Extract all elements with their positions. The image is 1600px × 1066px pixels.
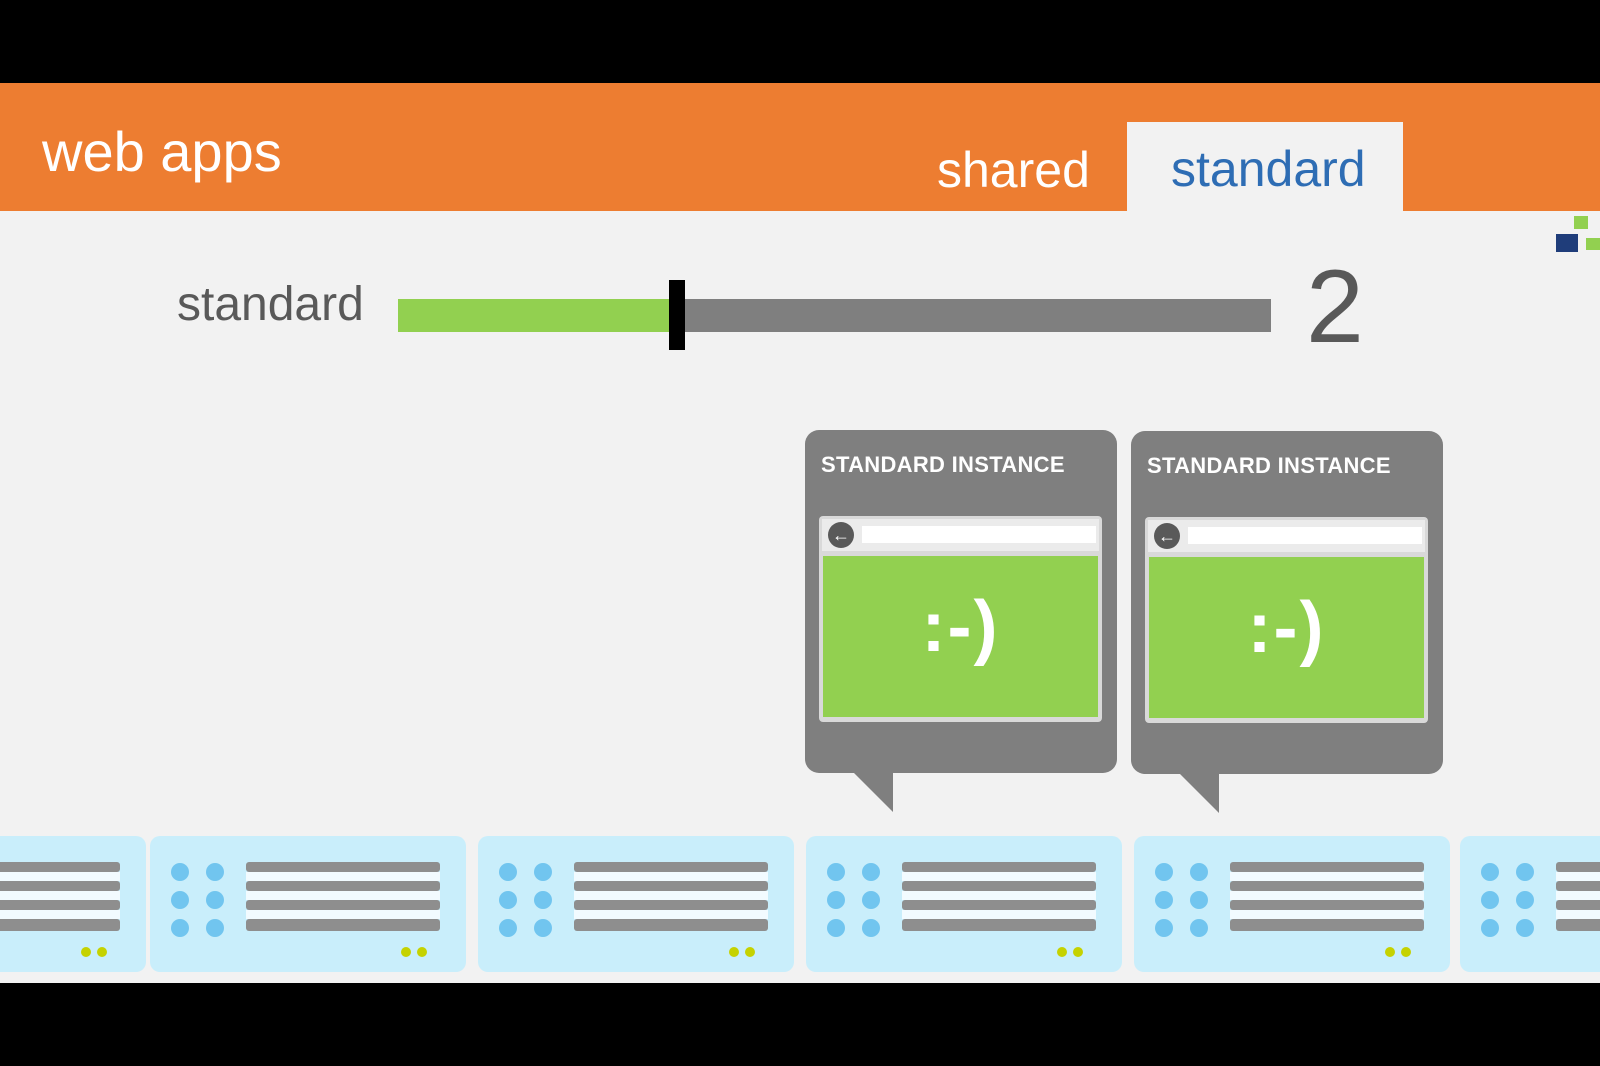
server-icon <box>1460 836 1600 972</box>
header-bar: web apps shared standard <box>0 83 1600 211</box>
tab-standard-label: standard <box>1171 141 1366 197</box>
instance-scale-row: standard 2 <box>0 249 1600 373</box>
instance-count-slider[interactable] <box>398 280 1271 350</box>
standard-instance-card: STANDARD INSTANCE ← :-) <box>805 430 1117 812</box>
page-title: web apps <box>42 120 282 183</box>
logo-icon <box>1556 216 1600 252</box>
app-screen: web apps shared standard standard 2 STAN… <box>0 83 1600 983</box>
arrow-left-icon[interactable]: ← <box>828 522 854 548</box>
slider-fill <box>398 299 678 332</box>
smiley-text: :-) <box>1247 588 1326 668</box>
instance-title: STANDARD INSTANCE <box>821 452 1065 477</box>
address-bar[interactable] <box>1188 527 1422 544</box>
server-icon <box>806 836 1122 972</box>
tab-shared[interactable]: shared <box>937 142 1090 198</box>
browser-content: :-) <box>1149 557 1424 718</box>
browser-toolbar: ← <box>822 519 1099 551</box>
standard-instance-card: STANDARD INSTANCE ← :-) <box>1131 431 1443 813</box>
arrow-left-icon[interactable]: ← <box>1154 523 1180 549</box>
bubble-tail <box>853 772 893 812</box>
slider-handle[interactable] <box>669 280 686 350</box>
server-icon <box>478 836 794 972</box>
bubble-tail <box>1179 773 1219 813</box>
smiley-text: :-) <box>921 587 1000 667</box>
browser-window: ← :-) <box>819 516 1102 722</box>
address-bar[interactable] <box>862 526 1096 543</box>
browser-window: ← :-) <box>1145 517 1428 723</box>
browser-content: :-) <box>823 556 1098 717</box>
scale-label: standard <box>177 278 364 331</box>
instance-count-value: 2 <box>1306 249 1364 365</box>
server-icon <box>0 836 146 972</box>
server-icon <box>1134 836 1450 972</box>
server-icon <box>150 836 466 972</box>
browser-toolbar: ← <box>1148 520 1425 552</box>
tab-standard[interactable]: standard <box>1127 122 1403 211</box>
instance-title: STANDARD INSTANCE <box>1147 453 1391 478</box>
